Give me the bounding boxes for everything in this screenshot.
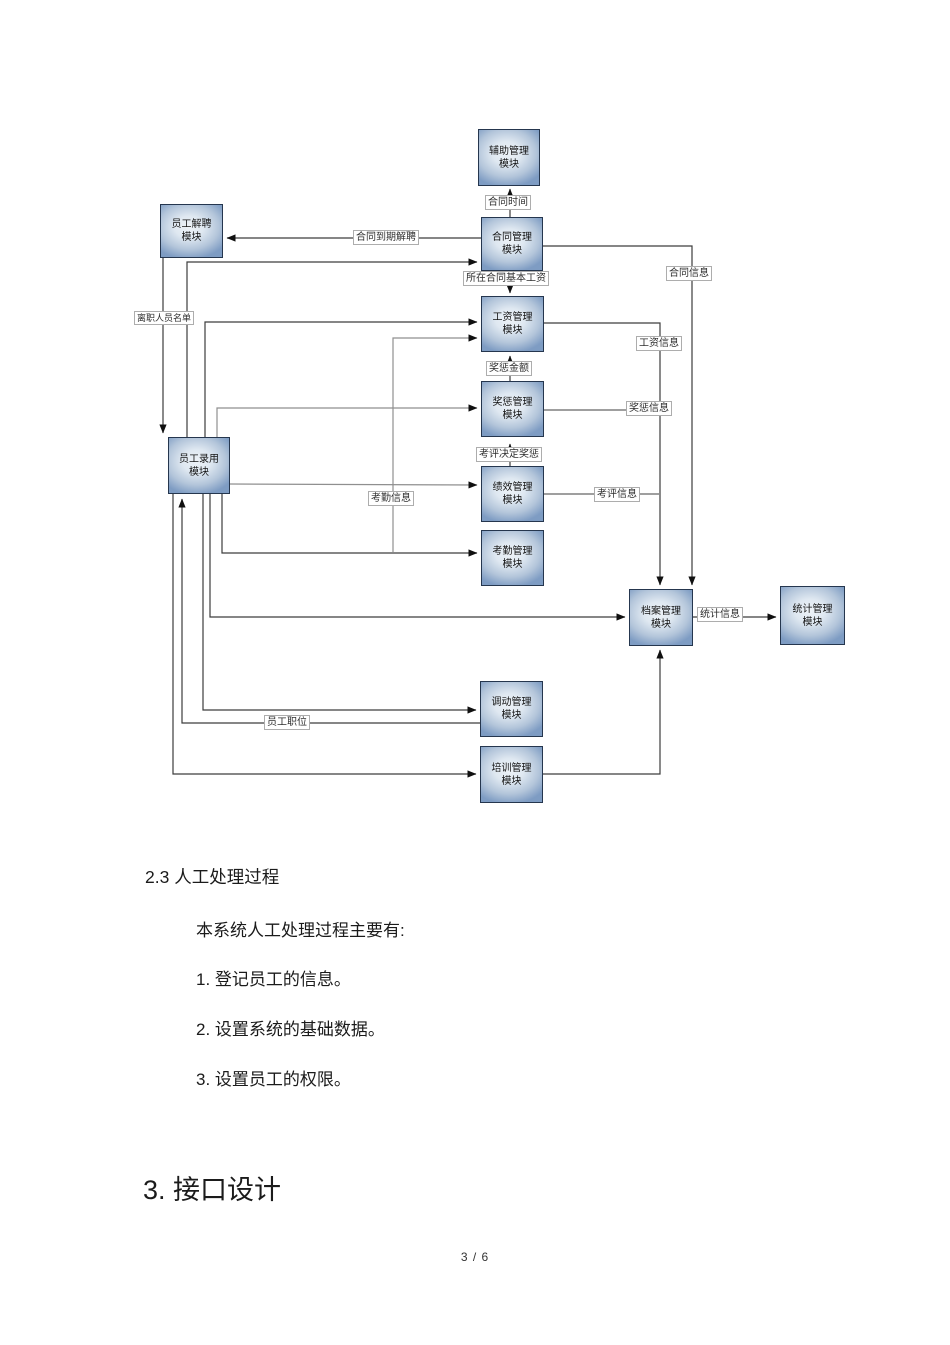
connector-recruitment-to-salary (204, 318, 478, 437)
flow-label-contract-info: 合同信息 (666, 266, 712, 281)
connector-recruitment-to-reward (216, 404, 478, 437)
module-statistics: 统计管理 模块 (780, 586, 845, 645)
module-transfer: 调动管理 模块 (480, 681, 543, 737)
flow-label-attendance-info: 考勤信息 (368, 491, 414, 506)
connector-recruitment-to-archive (209, 494, 626, 621)
flow-label-resigned-list: 离职人员名单 (134, 311, 195, 325)
module-salary: 工资管理 模块 (481, 296, 544, 352)
connector-recruitment-to-transfer (202, 494, 477, 714)
module-archive: 档案管理 模块 (629, 589, 693, 646)
connector-recruitment-to-attendance (221, 494, 478, 557)
chapter-heading-interface-design: 3. 接口设计 (143, 1175, 282, 1205)
list-item: 1. 登记员工的信息。 (196, 970, 351, 989)
connector-transfer-to-recruitment (178, 498, 480, 724)
module-training: 培训管理 模块 (480, 746, 543, 803)
flow-label-evaluation-info: 考评信息 (594, 487, 640, 502)
connector-recruitment-to-training (172, 494, 477, 778)
module-dismissal: 员工解聘 模块 (160, 204, 223, 258)
module-auxiliary: 辅助管理 模块 (478, 129, 540, 186)
flow-label-evaluation-decides-reward: 考评决定奖惩 (476, 447, 542, 462)
list-item: 3. 设置员工的权限。 (196, 1070, 351, 1089)
page-number: 3 / 6 (460, 1250, 490, 1264)
module-contract: 合同管理 模块 (481, 217, 543, 271)
flow-label-contract-expiry-dismissal: 合同到期解聘 (353, 230, 419, 245)
module-reward: 奖惩管理 模块 (481, 381, 544, 437)
flow-label-statistics-info: 统计信息 (697, 607, 743, 622)
connector-training-to-archive (543, 649, 664, 775)
module-recruitment: 员工录用 模块 (168, 437, 230, 494)
section-heading-manual-process: 2.3 人工处理过程 (145, 867, 280, 887)
connector-recruitment-to-contract (186, 258, 478, 437)
connector-contract-to-archive (543, 245, 696, 586)
flow-label-reward-info: 奖惩信息 (626, 401, 672, 416)
module-performance: 绩效管理 模块 (481, 466, 544, 522)
flow-label-reward-amount: 奖惩金额 (486, 361, 532, 376)
connector-salary-to-archive (544, 322, 664, 586)
flow-label-employee-position: 员工职位 (264, 715, 310, 730)
connector-recruitment-to-performance (229, 481, 478, 489)
connector-attendance-branch-to-salary (392, 334, 478, 552)
flow-label-contract-base-salary: 所在合同基本工资 (463, 271, 549, 286)
module-attendance: 考勤管理 模块 (481, 530, 544, 586)
paragraph-intro: 本系统人工处理过程主要有: (196, 921, 405, 940)
flow-label-contract-time: 合同时间 (485, 195, 531, 210)
flow-label-salary-info: 工资信息 (636, 336, 682, 351)
list-item: 2. 设置系统的基础数据。 (196, 1020, 385, 1039)
